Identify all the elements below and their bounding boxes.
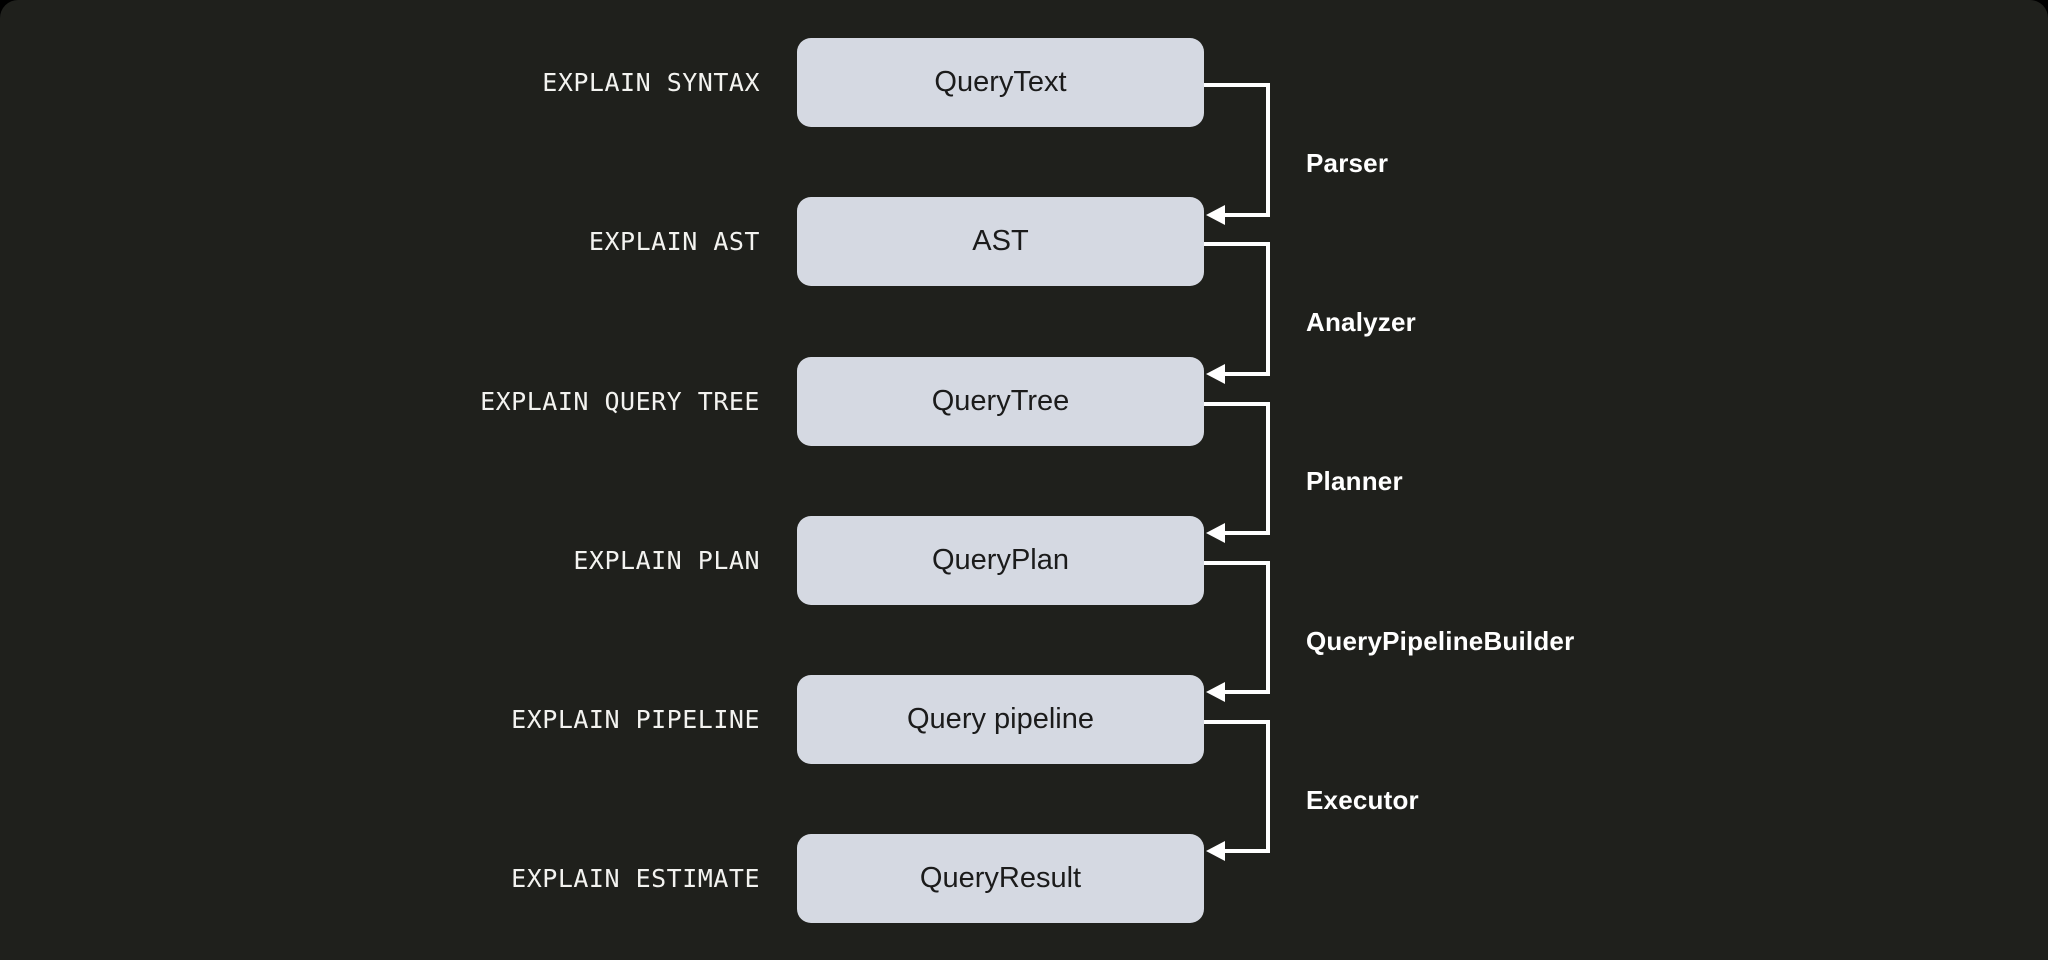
node-queryplan[interactable]: QueryPlan [797,516,1204,605]
node-querytext[interactable]: QueryText [797,38,1204,127]
node-label: Query pipeline [907,703,1094,735]
stage-label-executor: Executor [1306,785,1419,815]
explain-label-pipeline: EXPLAIN PIPELINE [511,705,760,734]
stage-label-querypipelinebuilder: QueryPipelineBuilder [1306,626,1575,656]
explain-label-plan: EXPLAIN PLAN [573,546,760,575]
stage-label-analyzer: Analyzer [1306,307,1416,337]
pipeline-row: EXPLAIN ESTIMATE QueryResult [0,834,2048,923]
node-querytree[interactable]: QueryTree [797,357,1204,446]
pipeline-row: EXPLAIN PIPELINE Query pipeline [0,675,2048,764]
explain-label-estimate: EXPLAIN ESTIMATE [511,864,760,893]
pipeline-row: EXPLAIN AST AST [0,197,2048,286]
node-query-pipeline[interactable]: Query pipeline [797,675,1204,764]
explain-label-query-tree: EXPLAIN QUERY TREE [480,387,760,416]
explain-label-ast: EXPLAIN AST [588,227,760,256]
explain-label-syntax: EXPLAIN SYNTAX [542,68,760,97]
stage-label-planner: Planner [1306,466,1403,496]
node-label: QueryResult [919,862,1082,894]
stage-label-parser: Parser [1306,148,1389,178]
pipeline-row: EXPLAIN PLAN QueryPlan [0,516,2048,605]
node-label: QueryPlan [931,544,1069,576]
node-ast[interactable]: AST [797,197,1204,286]
node-label: AST [972,225,1029,257]
node-label: QueryText [934,66,1067,98]
pipeline-row: EXPLAIN QUERY TREE QueryTree [0,357,2048,446]
node-label: QueryTree [931,385,1070,417]
pipeline-row: EXPLAIN SYNTAX QueryText [0,38,2048,127]
node-queryresult[interactable]: QueryResult [797,834,1204,923]
